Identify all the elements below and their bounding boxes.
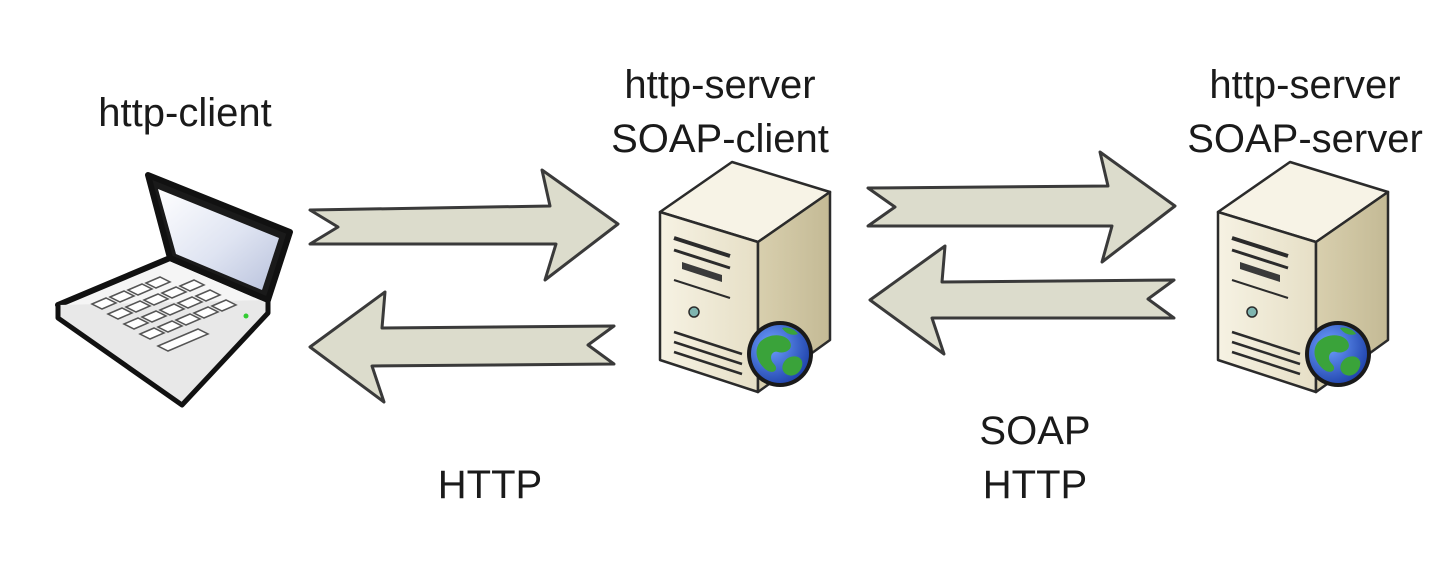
middle-server-label-line1: http-server (624, 63, 816, 107)
soap-response-arrow (868, 244, 1176, 356)
middle-server-label-line2: SOAP-client (611, 117, 829, 161)
http-response-arrow (308, 290, 616, 404)
soap-request-arrow (866, 150, 1177, 264)
laptop-icon (55, 172, 293, 408)
server-globe-icon (1216, 160, 1390, 394)
client-label: http-client (98, 91, 272, 135)
laptop-power-led (243, 313, 249, 319)
soap-link-label-line1: SOAP (979, 409, 1091, 453)
laptop-keyboard (90, 276, 238, 352)
right-server-label-line2: SOAP-server (1187, 117, 1423, 161)
server-globe-icon (658, 160, 832, 394)
right-server-label-line1: http-server (1209, 63, 1401, 107)
laptop-base-edge (55, 300, 271, 408)
http-link-label: HTTP (437, 463, 543, 507)
laptop-screen (158, 189, 279, 290)
soap-link-label-line2: HTTP (982, 463, 1088, 507)
globe-icon (747, 321, 813, 387)
globe-icon (1305, 321, 1371, 387)
http-request-arrow (308, 168, 620, 282)
